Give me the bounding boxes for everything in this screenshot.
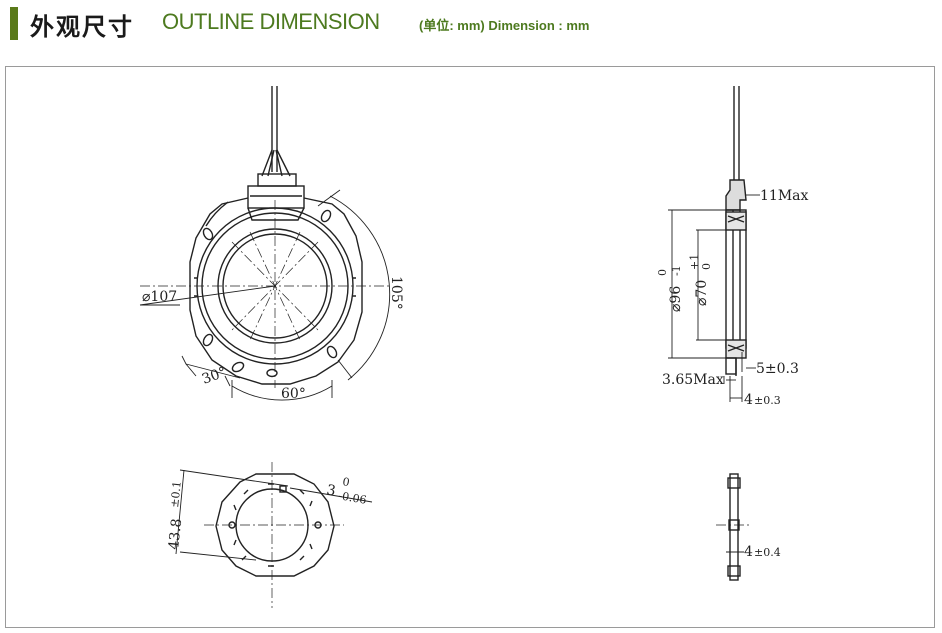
dim-dia70: ⌀70 [694,280,710,306]
dim-angle-30: 30° [200,364,229,388]
unit-note: (单位: mm) Dimension : mm [419,18,590,33]
drawing-frame [5,66,935,628]
dim-3: 3 [325,482,337,499]
dim-4b: 4 [744,544,753,560]
small-side-view [727,473,741,581]
dim-3-upper-tol: 0 [341,475,350,489]
accent-bar [10,7,18,40]
dim-4: 4 [744,392,753,408]
dim-43-8-tol: ±0.1 [168,480,184,508]
dim-angle-105: 105° [388,276,404,310]
dim-dia96: ⌀96 [668,286,684,312]
dim-dia96-lower-tol: -1 [670,265,683,276]
dim-3-lower-tol: -0.06 [337,489,367,507]
dim-angle-60: 60° [281,386,306,402]
dim-4b-tol: ±0.4 [754,546,781,559]
front-view [189,86,363,385]
dim-dia70-lower-tol: 0 [700,263,713,270]
dim-dia96-upper-tol: 0 [656,269,669,276]
side-view [725,86,747,376]
page-header: 外观尺寸 OUTLINE DIMENSION (单位: mm) Dimensio… [0,0,942,46]
dim-outer-diameter: ⌀107 [142,289,177,305]
dim-43-8: 43.8 [166,518,185,551]
dim-11max: 11Max [760,188,808,204]
title-english: OUTLINE DIMENSION [162,9,380,34]
dim-4-tol: ±0.3 [754,394,781,407]
dim-365max: 3.65Max [662,372,724,388]
dim-5tol: 5±0.3 [756,361,799,377]
title-chinese: 外观尺寸 [30,13,134,41]
dim-dia70-upper-tol: +1 [688,254,701,270]
